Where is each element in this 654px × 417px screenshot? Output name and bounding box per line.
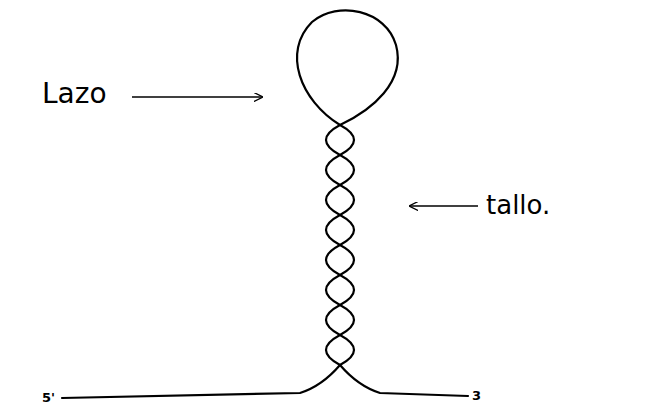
stem-strand [326, 125, 354, 365]
end-label: 3 [472, 389, 481, 402]
strand-3-end [340, 365, 468, 396]
end-label: 5' [42, 391, 55, 404]
leader-arrow [132, 96, 262, 98]
leader-arrow [410, 205, 478, 207]
loop-label: Lazo [42, 80, 107, 108]
strand-5-end [62, 365, 340, 398]
stem-label: tallo. [486, 192, 550, 218]
stem-strand [326, 125, 354, 365]
loop [297, 10, 398, 125]
